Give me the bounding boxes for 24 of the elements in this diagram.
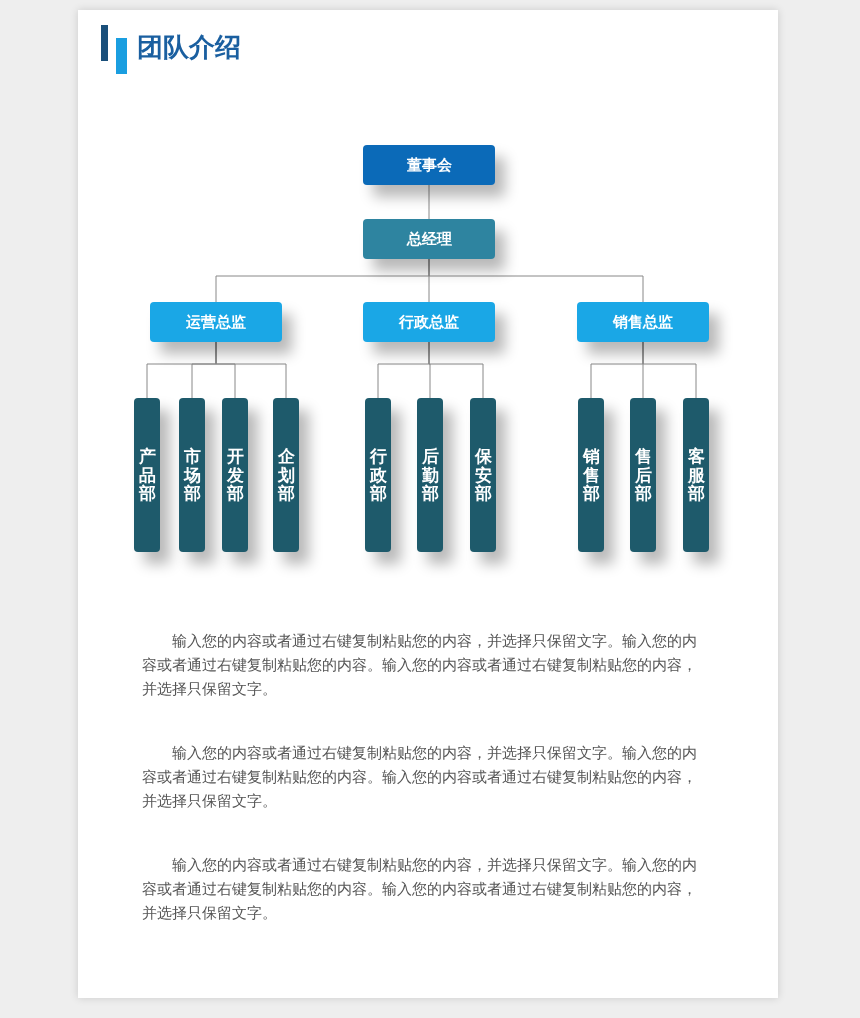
- connector-line: [428, 341, 484, 399]
- role-box: 销售总监: [577, 302, 709, 342]
- department-box: 企划部: [273, 398, 299, 552]
- department-box: 产品部: [134, 398, 160, 552]
- role-box: 董事会: [363, 145, 495, 185]
- connector-line: [642, 341, 697, 399]
- department-box: 开发部: [222, 398, 248, 552]
- body-paragraph: 输入您的内容或者通过右键复制粘贴您的内容，并选择只保留文字。输入您的内容或者通过右键复制粘贴您的内容。输入您的内容或者通过右键复制粘贴您的内容，并选择只保留文字。: [142, 631, 698, 700]
- body-paragraph: 输入您的内容或者通过右键复制粘贴您的内容，并选择只保留文字。输入您的内容或者通过右键复制粘贴您的内容。输入您的内容或者通过右键复制粘贴您的内容，并选择只保留文字。: [142, 743, 698, 812]
- department-box: 市场部: [179, 398, 205, 552]
- connector-line: [428, 184, 430, 220]
- role-box: 总经理: [363, 219, 495, 259]
- department-box: 售后部: [630, 398, 656, 552]
- role-box: 行政总监: [363, 302, 495, 342]
- title: 团队介绍: [137, 31, 241, 64]
- connector-line: [215, 341, 287, 399]
- department-box: 后勤部: [417, 398, 443, 552]
- department-box: 行政部: [365, 398, 391, 552]
- role-box: 运营总监: [150, 302, 282, 342]
- department-box: 客服部: [683, 398, 709, 552]
- connector-line: [428, 258, 644, 303]
- body-paragraph: 输入您的内容或者通过右键复制粘贴您的内容，并选择只保留文字。输入您的内容或者通过右键复制粘贴您的内容。输入您的内容或者通过右键复制粘贴您的内容，并选择只保留文字。: [142, 855, 698, 924]
- department-box: 销售部: [578, 398, 604, 552]
- department-box: 保安部: [470, 398, 496, 552]
